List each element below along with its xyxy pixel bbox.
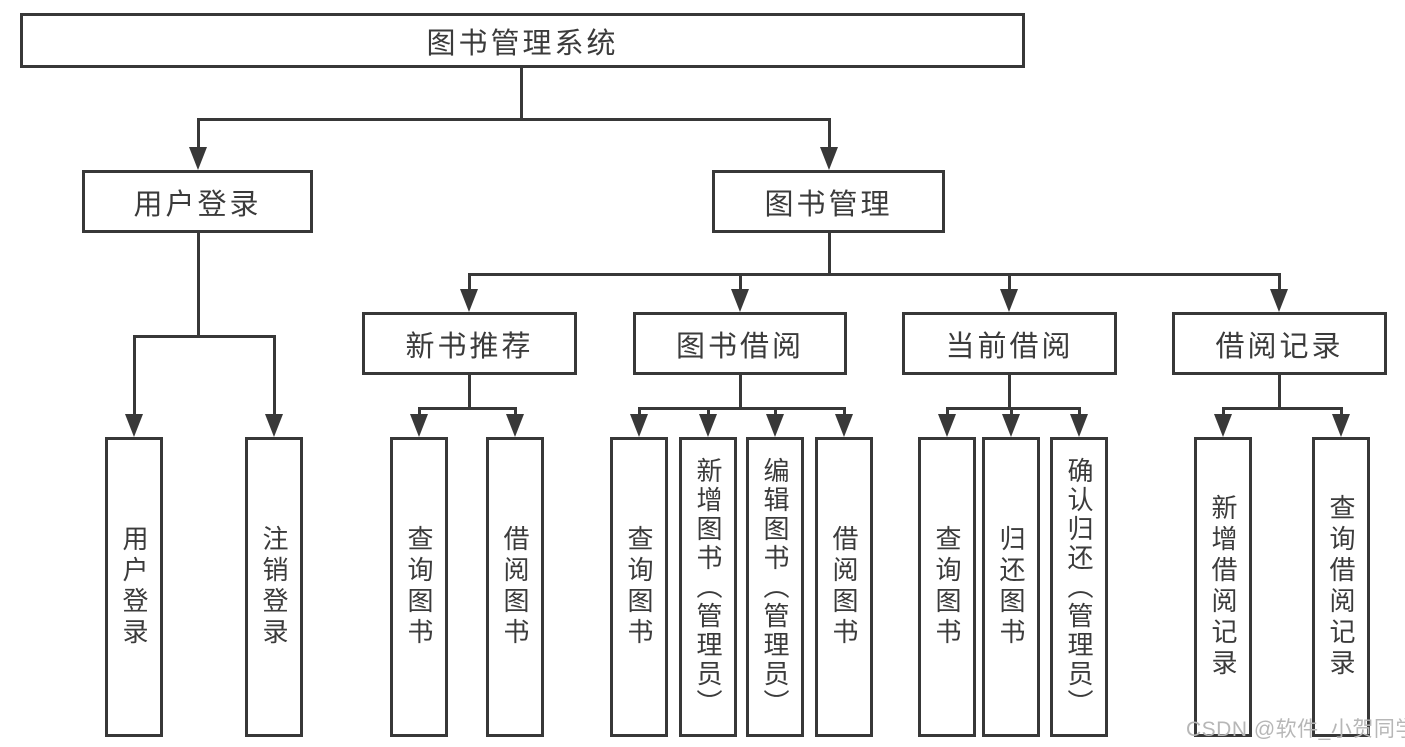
connector-arrow-stem — [843, 407, 846, 417]
node-add-books-admin: 新增图书（管理员） — [679, 437, 737, 737]
arrow-down-icon — [125, 414, 143, 437]
node-logout: 注销登录 — [245, 437, 303, 737]
connector-branch — [1222, 407, 1343, 410]
connector-arrow-stem — [1222, 407, 1225, 417]
node-label: 用户登录 — [133, 188, 262, 221]
node-label: 查询图书 — [624, 525, 654, 649]
arrow-down-icon — [410, 414, 428, 437]
connector-user-login-branch — [133, 335, 276, 338]
connector-stem — [1008, 375, 1011, 409]
node-query-books-current: 查询图书 — [918, 437, 976, 737]
arrow-down-icon — [766, 414, 784, 437]
node-label: 借阅图书 — [500, 525, 530, 649]
node-add-borrow-record: 新增借阅记录 — [1194, 437, 1252, 737]
node-label: 查询借阅记录 — [1326, 494, 1356, 680]
connector-arrow-stem — [774, 407, 777, 417]
node-label: 借阅记录 — [1215, 330, 1344, 363]
connector-root-branch — [197, 118, 831, 121]
connector-arrow-stem — [739, 273, 742, 293]
arrow-down-icon — [820, 147, 838, 170]
arrow-down-icon — [938, 414, 956, 437]
connector-arrow-stem — [707, 407, 710, 417]
connector-arrow-stem — [468, 273, 471, 293]
node-book-management: 图书管理 — [712, 170, 945, 233]
arrow-down-icon — [1000, 289, 1018, 312]
node-label: 图书管理系统 — [426, 27, 619, 60]
connector-root-stem — [520, 68, 523, 120]
arrow-down-icon — [1070, 414, 1088, 437]
connector-stem — [1278, 375, 1281, 409]
node-label: 新书推荐 — [405, 330, 534, 363]
node-borrow-books: 借阅图书 — [815, 437, 873, 737]
node-new-book-recommendation: 新书推荐 — [362, 312, 577, 375]
node-user-login: 用户登录 — [105, 437, 163, 737]
node-edit-books-admin: 编辑图书（管理员） — [746, 437, 804, 737]
node-label: 当前借阅 — [945, 330, 1074, 363]
connector-arrow-stem — [273, 335, 276, 417]
csdn-watermark: CSDN @软件_小贺同学 — [1186, 718, 1405, 741]
arrow-down-icon — [731, 289, 749, 312]
node-query-books-borrowing: 查询图书 — [610, 437, 668, 737]
arrow-down-icon — [1270, 289, 1288, 312]
node-label: 图书管理 — [764, 188, 893, 221]
connector-arrow-stem — [828, 118, 831, 150]
connector-book-mgmt-branch — [468, 273, 1281, 276]
node-label: 借阅图书 — [829, 525, 859, 649]
connector-branch — [638, 407, 846, 410]
node-book-borrowing: 图书借阅 — [633, 312, 847, 375]
node-label: 查询图书 — [932, 525, 962, 649]
node-label: 用户登录 — [119, 525, 149, 649]
connector-stem — [739, 375, 742, 409]
connector-branch — [418, 407, 517, 410]
connector-arrow-stem — [1340, 407, 1343, 417]
arrow-down-icon — [699, 414, 717, 437]
node-query-books-recommend: 查询图书 — [390, 437, 448, 737]
node-borrowing-records: 借阅记录 — [1172, 312, 1387, 375]
arrow-down-icon — [835, 414, 853, 437]
node-confirm-return-admin: 确认归还（管理员） — [1050, 437, 1108, 737]
node-label: 确认归还（管理员） — [1064, 456, 1094, 718]
connector-branch — [946, 407, 1081, 410]
node-label: 归还图书 — [996, 525, 1026, 649]
connector-stem — [468, 375, 471, 409]
node-user-login-group: 用户登录 — [82, 170, 313, 233]
arrow-down-icon — [506, 414, 524, 437]
node-label: 图书借阅 — [675, 330, 804, 363]
node-label: 编辑图书（管理员） — [760, 456, 790, 718]
connector-arrow-stem — [133, 335, 136, 417]
node-current-borrowing: 当前借阅 — [902, 312, 1117, 375]
connector-arrow-stem — [1008, 273, 1011, 293]
node-library-management-system: 图书管理系统 — [20, 13, 1025, 68]
node-query-borrow-record: 查询借阅记录 — [1312, 437, 1370, 737]
node-label: 新增图书（管理员） — [693, 456, 723, 718]
connector-arrow-stem — [418, 407, 421, 417]
connector-book-mgmt-stem — [828, 233, 831, 276]
connector-arrow-stem — [514, 407, 517, 417]
node-return-books: 归还图书 — [982, 437, 1040, 737]
connector-arrow-stem — [1010, 407, 1013, 417]
connector-user-login-stem — [197, 233, 200, 337]
node-label: 注销登录 — [259, 525, 289, 649]
node-label: 查询图书 — [404, 525, 434, 649]
connector-arrow-stem — [197, 118, 200, 150]
arrow-down-icon — [189, 147, 207, 170]
node-borrow-books-recommend: 借阅图书 — [486, 437, 544, 737]
arrow-down-icon — [630, 414, 648, 437]
node-label: 新增借阅记录 — [1208, 494, 1238, 680]
arrow-down-icon — [1332, 414, 1350, 437]
arrow-down-icon — [265, 414, 283, 437]
connector-arrow-stem — [1278, 273, 1281, 293]
connector-arrow-stem — [946, 407, 949, 417]
arrow-down-icon — [1002, 414, 1020, 437]
connector-arrow-stem — [638, 407, 641, 417]
arrow-down-icon — [460, 289, 478, 312]
connector-arrow-stem — [1078, 407, 1081, 417]
arrow-down-icon — [1214, 414, 1232, 437]
